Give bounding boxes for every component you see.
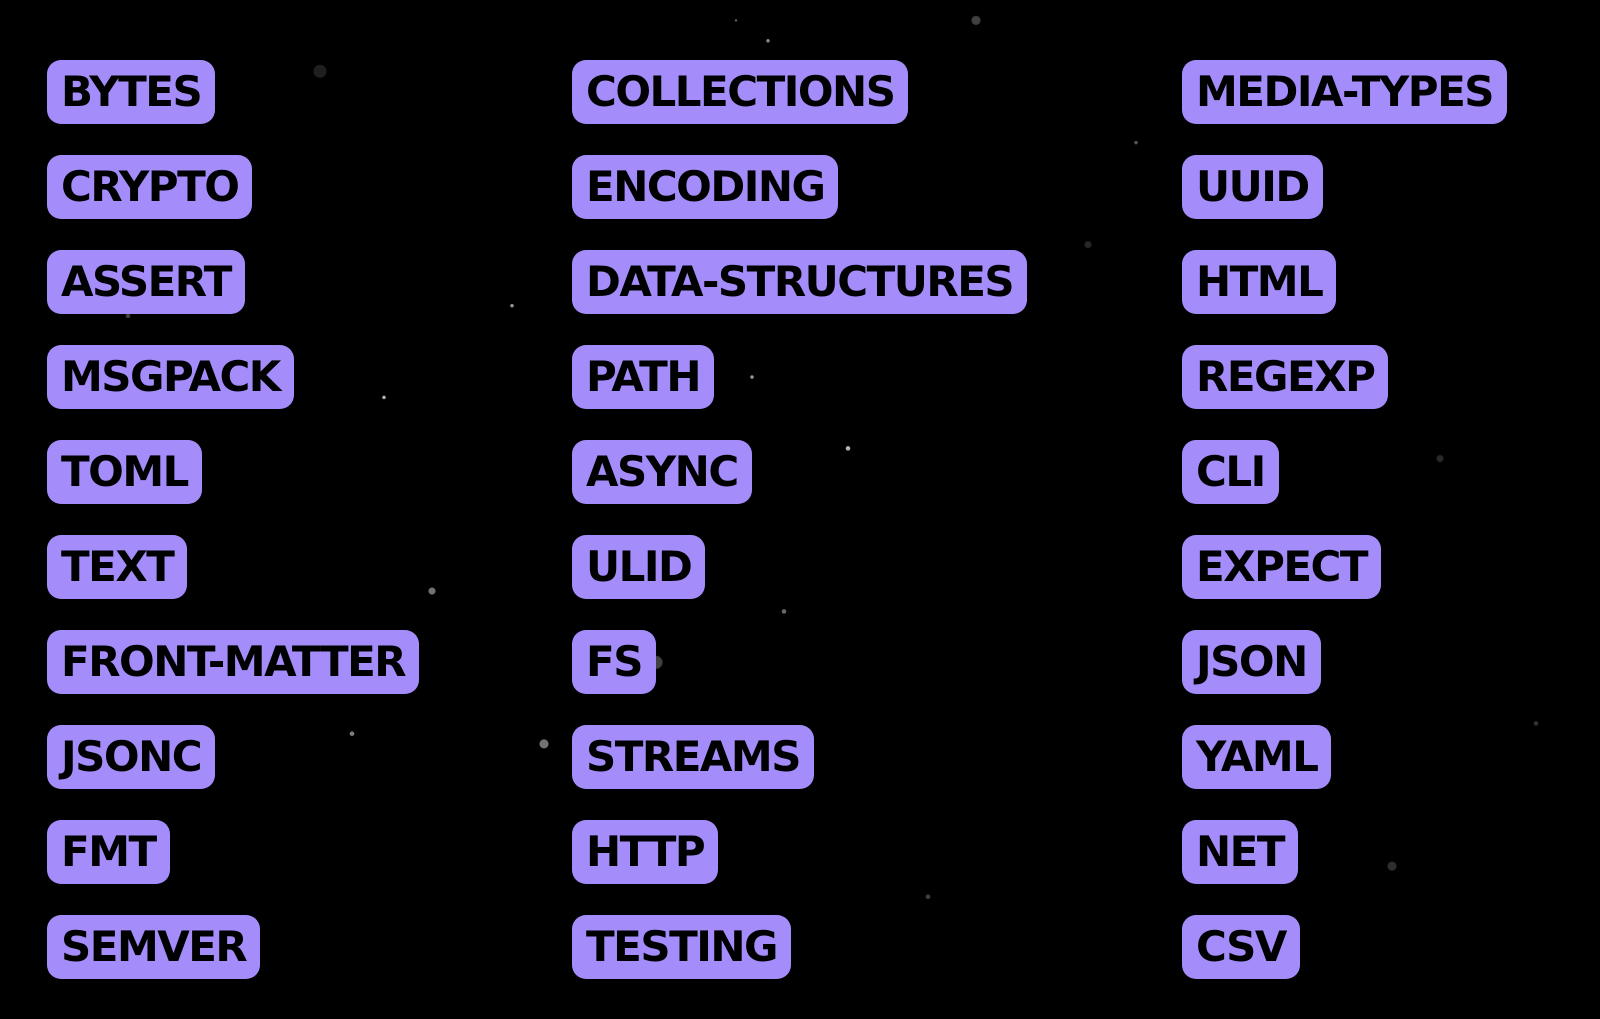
tag-csv: CSV: [1182, 915, 1300, 979]
tag-ulid: ULID: [572, 535, 706, 599]
tag-toml: TOML: [47, 440, 202, 504]
tag-fmt: FMT: [47, 820, 170, 884]
tag-column-3: MEDIA-TYPES UUID HTML REGEXP CLI EXPECT …: [1182, 60, 1572, 979]
tag-uuid: UUID: [1182, 155, 1323, 219]
tag-msgpack: MSGPACK: [47, 345, 294, 409]
tag-data-structures: DATA-STRUCTURES: [572, 250, 1028, 314]
tag-cli: CLI: [1182, 440, 1279, 504]
tag-json: JSON: [1182, 630, 1321, 694]
tag-fs: FS: [572, 630, 656, 694]
tag-column-1: BYTES CRYPTO ASSERT MSGPACK TOML TEXT FR…: [47, 60, 572, 979]
tag-path: PATH: [572, 345, 714, 409]
tag-yaml: YAML: [1182, 725, 1332, 789]
tag-testing: TESTING: [572, 915, 791, 979]
tag-http: HTTP: [572, 820, 719, 884]
tag-expect: EXPECT: [1182, 535, 1382, 599]
tag-assert: ASSERT: [47, 250, 245, 314]
tag-semver: SEMVER: [47, 915, 261, 979]
tag-collections: COLLECTIONS: [572, 60, 909, 124]
tag-streams: STREAMS: [572, 725, 814, 789]
tag-text: TEXT: [47, 535, 188, 599]
module-tag-grid: BYTES CRYPTO ASSERT MSGPACK TOML TEXT FR…: [47, 60, 1572, 979]
tag-front-matter: FRONT-MATTER: [47, 630, 420, 694]
tag-bytes: BYTES: [47, 60, 216, 124]
tag-jsonc: JSONC: [47, 725, 216, 789]
tag-html: HTML: [1182, 250, 1337, 314]
tag-media-types: MEDIA-TYPES: [1182, 60, 1508, 124]
tag-crypto: CRYPTO: [47, 155, 253, 219]
tag-regexp: REGEXP: [1182, 345, 1389, 409]
tag-encoding: ENCODING: [572, 155, 839, 219]
tag-async: ASYNC: [572, 440, 752, 504]
tag-net: NET: [1182, 820, 1298, 884]
tag-column-2: COLLECTIONS ENCODING DATA-STRUCTURES PAT…: [572, 60, 1182, 979]
